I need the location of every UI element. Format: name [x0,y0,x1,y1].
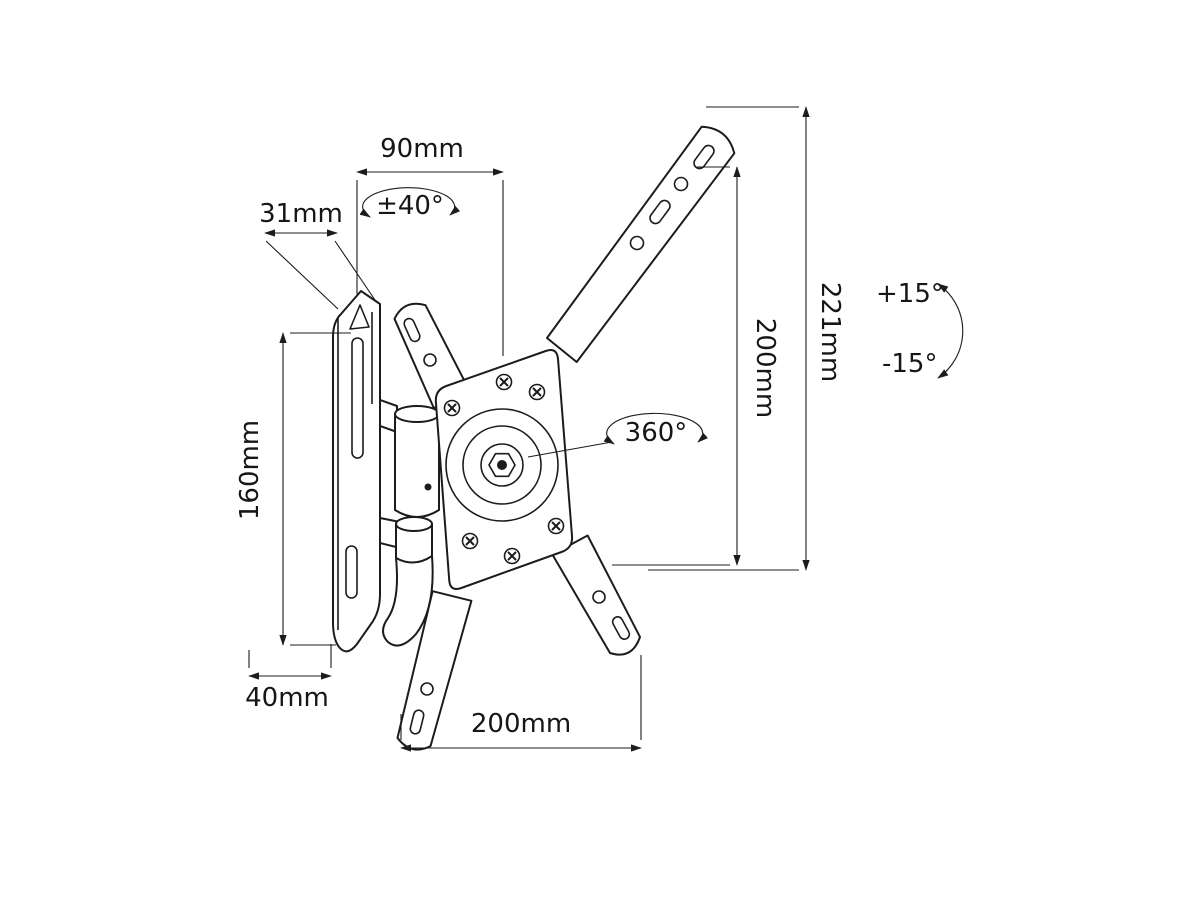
tilt-up-label: +15° [876,279,944,309]
arm-upper-right [546,125,736,363]
screw-icon [461,532,479,550]
dim-plate-depth-31mm: 31mm [259,199,376,310]
dim-overall-height-221mm: 221mm [648,106,845,571]
arm-upper-left-hole [423,353,437,367]
swivel-range-label: ±40° [376,191,444,221]
arm-lower-right [551,534,641,656]
dim-plate-depth-label: 31mm [259,199,343,229]
dim-plate-width-40mm: 40mm [245,644,332,713]
arm-upper-right-hole-1 [673,176,689,192]
dim-vesa-height-200mm: 200mm [612,166,780,566]
wall-plate-outline [332,290,381,653]
vesa-screws [443,373,565,565]
arm-upper-right-hole-2 [629,235,645,251]
screw-icon [503,547,521,565]
dim-swivel-range: ±40° [359,187,461,221]
hub-hex-nut [488,452,516,478]
hub-inner-ring [462,425,542,505]
dim-tilt-range: +15° -15° [876,279,964,379]
wall-plate-top-gusset [349,304,370,330]
wall-plate [332,290,381,653]
dim-plate-width-label: 40mm [245,683,329,713]
arm-upper-right-slot-2 [649,199,671,225]
dim-vesa-width-label: 200mm [471,709,571,739]
dim-overall-height-label: 221mm [815,282,845,382]
hinge-knuckle-top [395,516,433,532]
dim-depth-90mm: 90mm [356,134,504,356]
hinge-hook-strap [382,555,434,647]
dim-plate-height-160mm: 160mm [235,332,351,646]
rotation-range-label: 360° [625,418,688,448]
screw-icon [443,399,461,417]
dim-depth-label: 90mm [380,134,464,164]
hinge-cylinder-top [394,405,440,423]
dim-plate-height-label: 160mm [235,420,265,520]
arm-upper-left-slot [403,317,421,343]
vesa-plate [434,349,574,590]
dim-vesa-width-200mm: 200mm [400,655,642,752]
hinge-cylinder-body [394,413,440,518]
hub-boss [480,443,524,487]
dim-rotation-range: 360° [527,412,708,458]
arm-upper-left [393,302,472,409]
arm-lower-left-slot [409,709,425,735]
arm-upper-right-slot-1 [693,144,715,170]
hub-outer-ring [445,408,559,522]
screw-icon [547,517,565,535]
screw-icon [528,383,546,401]
wall-plate-upper-slot [351,337,364,459]
hinge-assembly [379,399,440,647]
tilt-down-label: -15° [882,349,937,379]
arm-lower-right-slot [611,616,631,640]
wall-plate-lower-slot [345,545,358,599]
arm-lower-left-hole [420,682,434,696]
hub-center-bolt [497,460,507,470]
arm-lower-right-hole [592,590,606,604]
screw-icon [495,373,513,391]
hinge-set-screw [424,483,432,491]
dim-vesa-height-label: 200mm [750,318,780,418]
